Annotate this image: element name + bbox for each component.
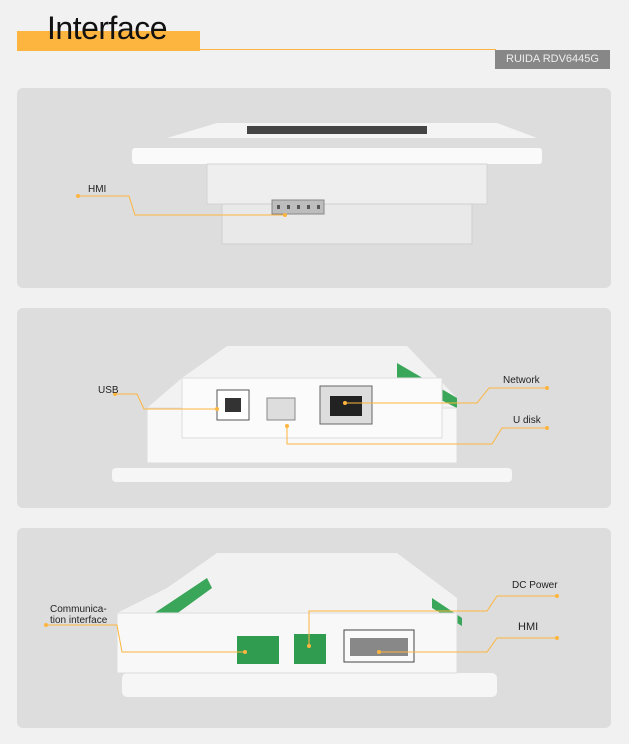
- title-underline: [200, 49, 496, 50]
- device-rear-illustration: [44, 553, 559, 697]
- label-dc-power: DC Power: [512, 580, 558, 591]
- model-badge: RUIDA RDV6445G: [495, 50, 610, 69]
- panel-top-view: HMI: [17, 88, 611, 288]
- label-network: Network: [503, 375, 540, 386]
- title-accent-bar: [17, 31, 200, 51]
- device-front-illustration: [112, 346, 549, 482]
- label-usb: USB: [98, 385, 119, 396]
- device-top-illustration: [76, 123, 542, 245]
- panel-rear-view: Communica- tion interface DC Power HMI: [17, 528, 611, 728]
- page-title: Interface: [47, 10, 168, 46]
- label-hmi: HMI: [88, 184, 107, 195]
- label-communication-interface: Communica- tion interface: [50, 604, 108, 626]
- label-hmi-rear: HMI: [518, 621, 539, 633]
- panel-front-view: USB Network U disk: [17, 308, 611, 508]
- label-u-disk: U disk: [513, 415, 541, 426]
